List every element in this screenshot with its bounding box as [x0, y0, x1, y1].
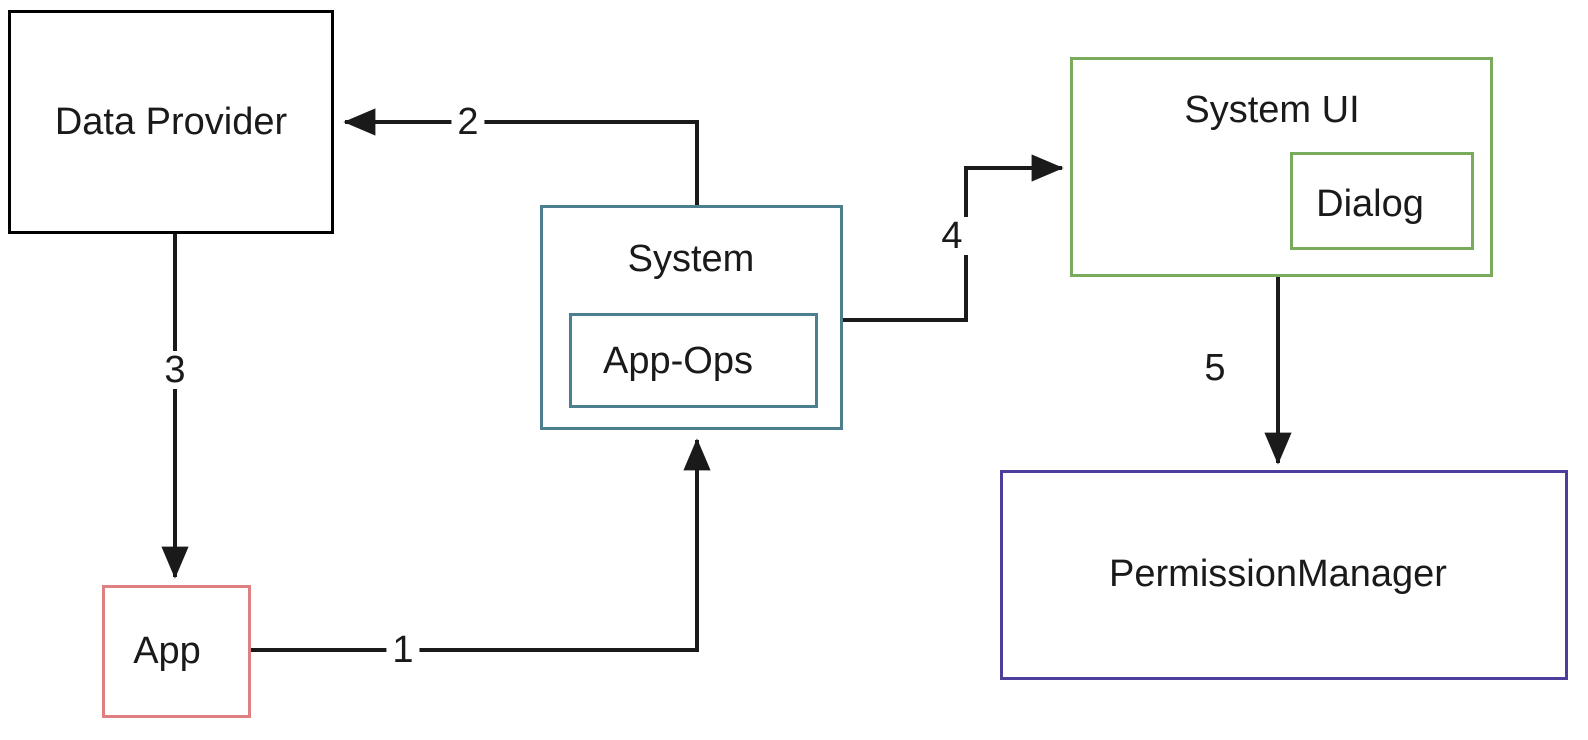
node-label-dialog: Dialog [1316, 183, 1424, 225]
node-label-system-ui: System UI [1184, 89, 1360, 131]
edge-1[interactable] [251, 438, 711, 652]
edge-label-3: 3 [158, 351, 192, 389]
node-box-app[interactable] [102, 585, 251, 718]
node-label-permission-manager: PermissionManager [1109, 553, 1447, 595]
node-box-data-provider[interactable] [8, 10, 334, 234]
edge-label-1: 1 [386, 631, 420, 669]
edge-label-2: 2 [451, 103, 485, 141]
node-box-permission-manager[interactable] [1000, 470, 1568, 680]
node-label-system: System [627, 238, 755, 280]
node-box-dialog[interactable] [1290, 152, 1474, 250]
node-box-app-ops[interactable] [569, 313, 818, 408]
edge-2[interactable] [343, 108, 699, 205]
node-label-app-ops: App-Ops [603, 340, 753, 382]
node-label-app: App [133, 630, 201, 672]
edge-label-5: 5 [1198, 349, 1232, 387]
edge-label-4: 4 [935, 217, 969, 255]
node-label-data-provider: Data Provider [54, 101, 288, 143]
